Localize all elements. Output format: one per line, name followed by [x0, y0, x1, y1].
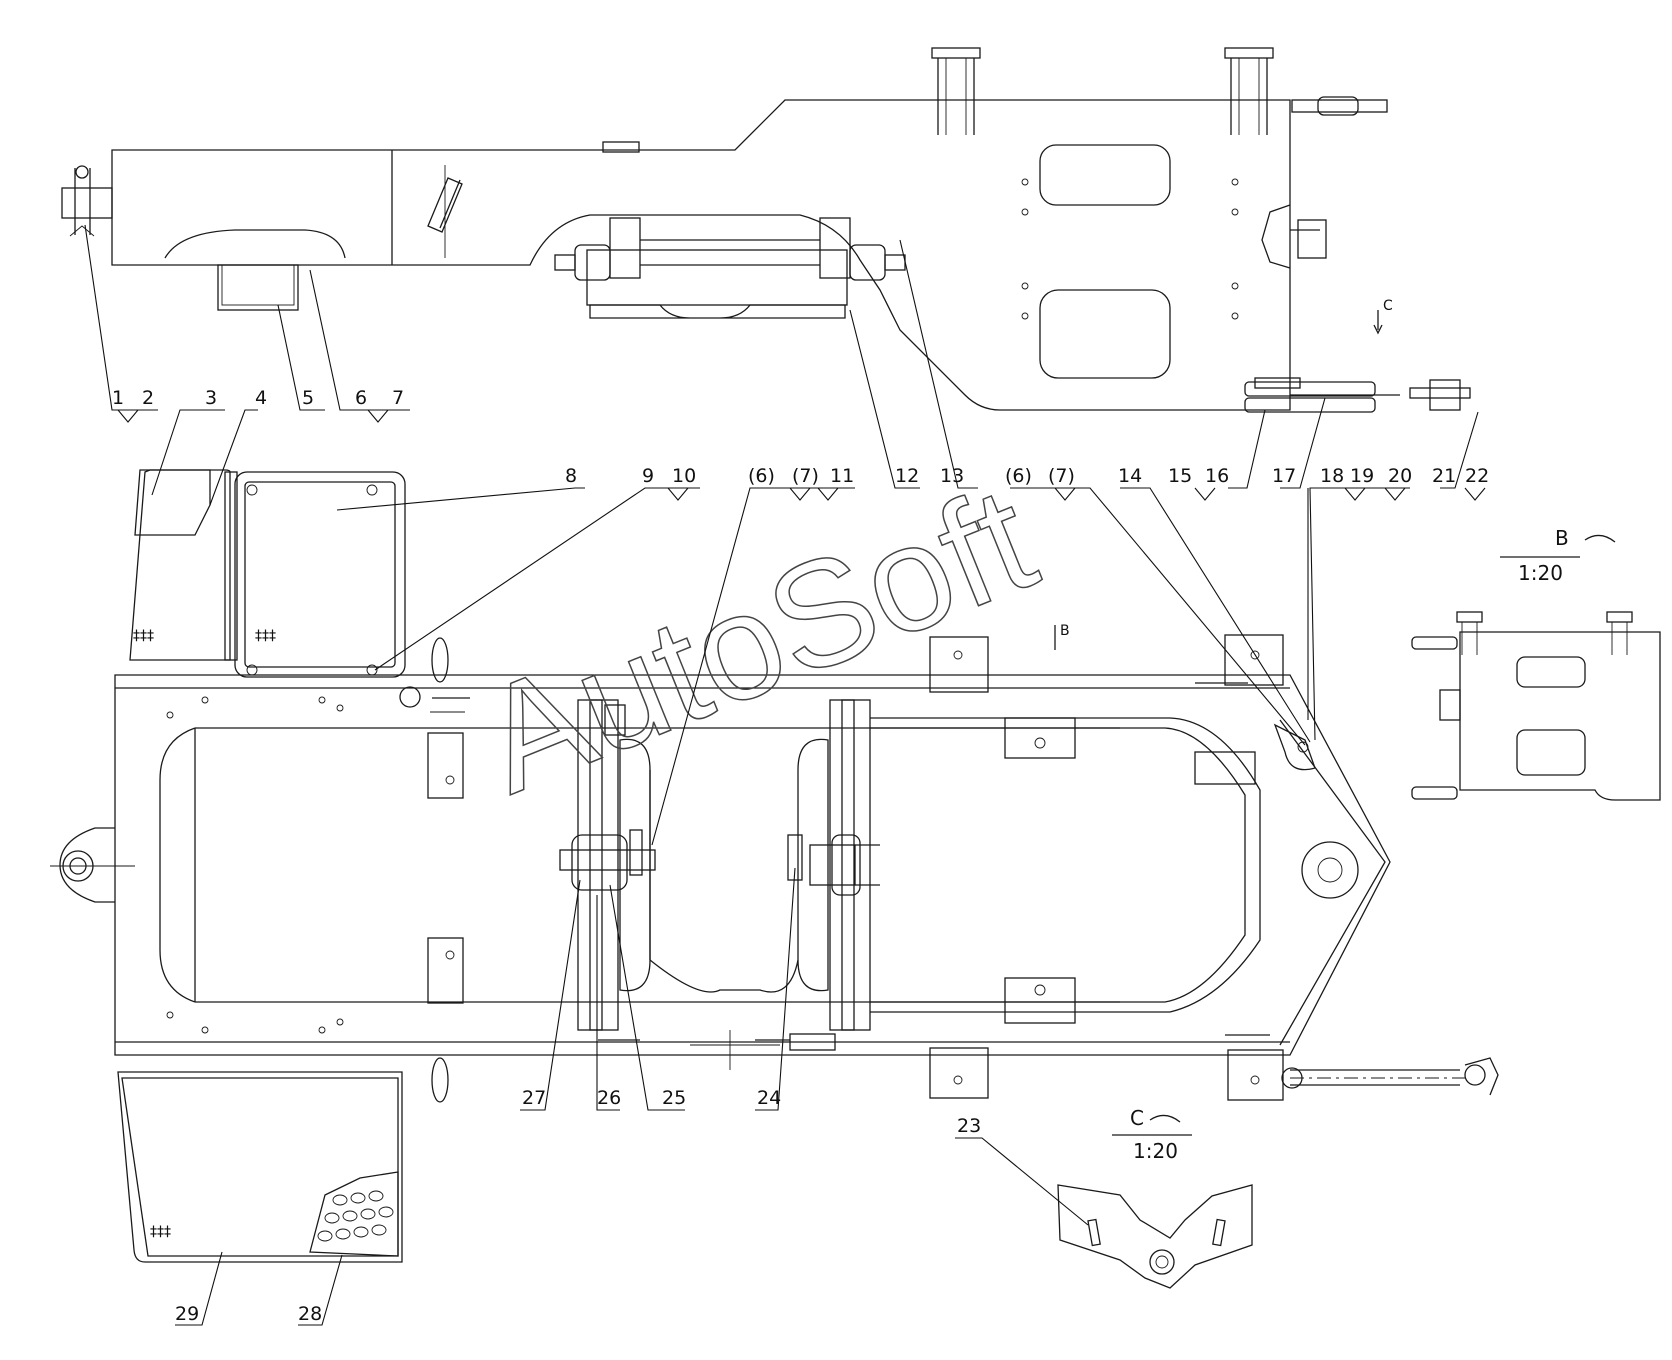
callout-17: 17	[1272, 465, 1296, 487]
callout-10: 10	[672, 465, 696, 487]
cover-bolts	[246, 484, 378, 676]
svg-text:‡‡‡: ‡‡‡	[150, 1224, 171, 1240]
view-b-marker: B	[1060, 623, 1070, 639]
callout-14: 14	[1118, 465, 1142, 487]
leader-lines	[84, 224, 1486, 1326]
callout-29: 29	[175, 1303, 199, 1325]
callout-5: 5	[302, 387, 314, 409]
callout-22: 22	[1465, 465, 1489, 487]
callout-2: 2	[142, 387, 154, 409]
callout-12: 12	[895, 465, 919, 487]
callout-18: 18	[1320, 465, 1344, 487]
callout-16: 16	[1205, 465, 1229, 487]
callout-1: 1	[112, 387, 124, 409]
callout-26: 26	[597, 1087, 621, 1109]
top-lug-left	[931, 47, 981, 135]
callout-7-ref-2: (7)	[1048, 465, 1075, 487]
side-holes	[1021, 178, 1239, 320]
callout-6-ref-2: (6)	[1005, 465, 1032, 487]
plan-view: B	[50, 623, 1499, 1103]
top-covers: ‡‡‡ ‡‡‡	[129, 469, 406, 678]
callout-7: 7	[392, 387, 404, 409]
callout-19: 19	[1350, 465, 1374, 487]
callout-23: 23	[957, 1115, 981, 1137]
callout-27: 27	[522, 1087, 546, 1109]
callout-25: 25	[662, 1087, 686, 1109]
view-b: B 1:20	[1411, 526, 1661, 801]
callout-labels: 1 2 3 4 5 6 7 8 9 10 (6) (7) 11 12 13 (6…	[112, 387, 1489, 1325]
callout-7-ref: (7)	[792, 465, 819, 487]
callout-3: 3	[205, 387, 217, 409]
callout-20: 20	[1388, 465, 1412, 487]
watermark-group: AutoSoft	[458, 453, 1056, 826]
view-c-marker: C	[1383, 298, 1393, 314]
callout-15: 15	[1168, 465, 1192, 487]
watermark: AutoSoft	[459, 453, 1055, 824]
callout-6: 6	[355, 387, 367, 409]
callout-11: 11	[830, 465, 854, 487]
view-c: C 1:20	[1057, 1106, 1253, 1289]
view-b-scale: 1:20	[1518, 561, 1563, 585]
tread-pattern	[317, 1190, 394, 1242]
view-c-label: C	[1130, 1106, 1144, 1130]
axle-assembly	[554, 217, 906, 319]
callout-9: 9	[642, 465, 654, 487]
center-crossmember	[559, 699, 880, 1031]
svg-text:‡‡‡: ‡‡‡	[133, 628, 154, 644]
rail-holes	[166, 686, 421, 1034]
callout-21: 21	[1432, 465, 1456, 487]
top-lug-right	[1224, 47, 1274, 135]
callout-28: 28	[298, 1303, 322, 1325]
bottom-covers: ‡‡‡	[117, 1071, 403, 1263]
callout-13: 13	[940, 465, 964, 487]
view-b-label: B	[1555, 526, 1569, 550]
top-side-view: C	[61, 47, 1471, 413]
callout-8: 8	[565, 465, 577, 487]
view-c-scale: 1:20	[1133, 1139, 1178, 1163]
svg-text:‡‡‡: ‡‡‡	[255, 628, 276, 644]
callout-24: 24	[757, 1087, 781, 1109]
callout-4: 4	[255, 387, 267, 409]
grip-pattern: ‡‡‡ ‡‡‡	[133, 628, 276, 644]
callout-6-ref: (6)	[748, 465, 775, 487]
